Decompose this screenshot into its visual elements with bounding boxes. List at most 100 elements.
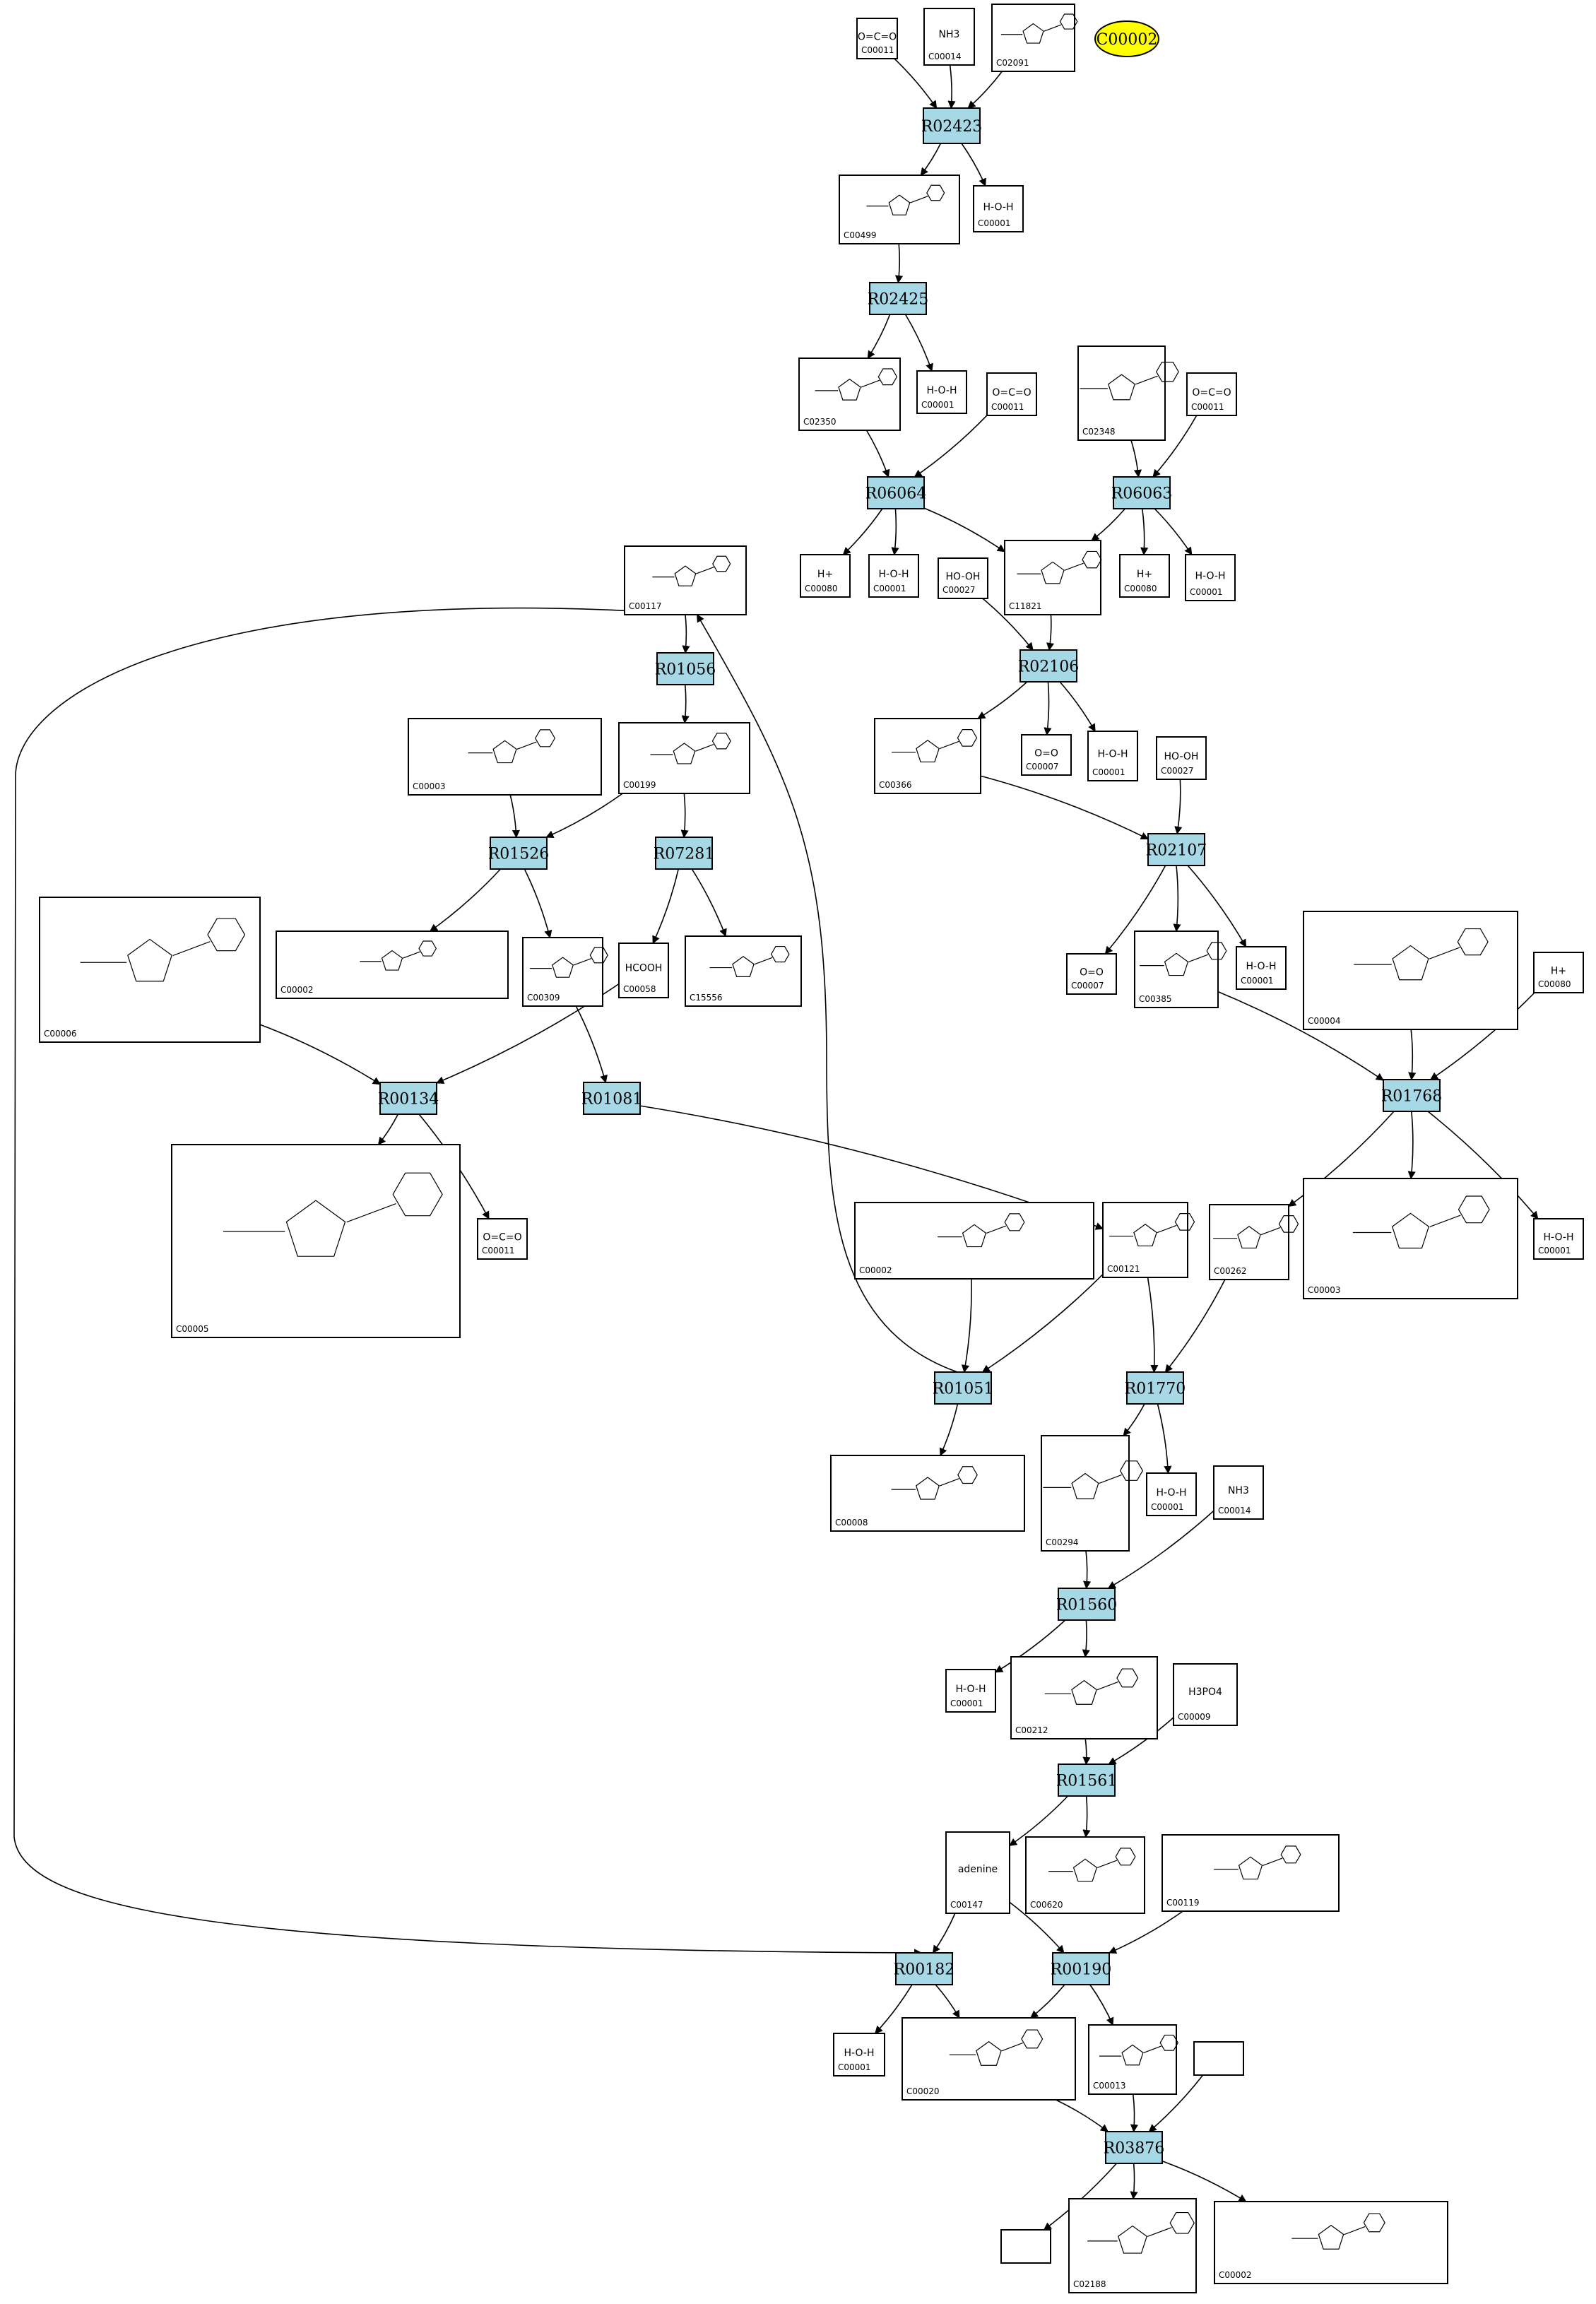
edge-arrow <box>1154 508 1193 555</box>
compound-node[interactable]: C00020 <box>902 2017 1076 2101</box>
compound-node[interactable]: C00212 <box>1010 1656 1158 1739</box>
reaction-r01526[interactable]: R01526 <box>488 837 550 870</box>
compound-node[interactable]: C02091 <box>991 4 1078 72</box>
reaction-r06063[interactable]: R06063 <box>1111 476 1173 509</box>
reaction-r01768[interactable]: R01768 <box>1381 1079 1443 1112</box>
formula-text: H-O-H <box>983 201 1014 213</box>
reaction-r01051[interactable]: R01051 <box>933 1371 994 1405</box>
compound-id: C00080 <box>1538 979 1571 989</box>
reaction-r01081[interactable]: R01081 <box>581 1082 643 1115</box>
edge-arrow <box>1044 681 1052 736</box>
compound-node[interactable]: C00005 <box>171 1144 461 1338</box>
reaction-box <box>655 837 713 870</box>
reaction-r02423[interactable]: R02423 <box>921 107 983 144</box>
reaction-r07281[interactable]: R07281 <box>654 837 715 870</box>
compound-id: C00004 <box>1308 1016 1341 1026</box>
compound-node[interactable]: C00002 <box>276 931 509 999</box>
compound-node[interactable]: H+C00080 <box>800 554 851 598</box>
edge-arrow <box>904 314 933 372</box>
compound-node[interactable]: C00620 <box>1025 1836 1145 1914</box>
compound-node[interactable]: C00385 <box>1134 931 1227 1008</box>
compound-id: C00007 <box>1026 762 1059 772</box>
edge-arrow <box>935 1984 960 2019</box>
compound-node[interactable]: C00366 <box>874 718 981 794</box>
compound-node[interactable]: C00262 <box>1209 1204 1299 1280</box>
structure-icon <box>891 1466 978 1500</box>
compound-node[interactable]: C00199 <box>618 722 750 794</box>
reaction-r00134[interactable]: R00134 <box>378 1082 439 1115</box>
compound-node[interactable]: C00006 <box>39 897 261 1043</box>
reaction-r01560[interactable]: R01560 <box>1056 1588 1118 1621</box>
compound-box <box>945 1669 996 1713</box>
compound-box <box>986 372 1037 416</box>
compound-node[interactable]: C00008 <box>830 1455 1025 1532</box>
reaction-r02106[interactable]: R02106 <box>1018 649 1080 683</box>
compound-id: C00006 <box>44 1029 77 1039</box>
compound-node[interactable]: C02350 <box>798 358 901 431</box>
compound-node[interactable]: C00002 <box>854 1202 1094 1280</box>
compound-node[interactable]: C02188 <box>1068 2198 1197 2293</box>
reaction-r01561[interactable]: R01561 <box>1056 1764 1118 1797</box>
reaction-r06064[interactable]: R06064 <box>865 476 927 509</box>
compound-node[interactable] <box>1193 2041 1244 2076</box>
compound-node[interactable]: H+C00080 <box>1533 952 1584 993</box>
compound-node[interactable]: C15556 <box>685 935 802 1007</box>
compound-node[interactable]: C00003 <box>408 718 602 796</box>
reaction-r00190[interactable]: R00190 <box>1051 1952 1112 1985</box>
formula-text: O=O <box>1034 748 1058 760</box>
compound-id: C00002 <box>280 985 314 995</box>
reaction-r01770[interactable]: R01770 <box>1125 1371 1186 1405</box>
compound-box <box>1533 1218 1584 1260</box>
compound-node[interactable]: C00117 <box>624 545 747 615</box>
compound-node[interactable]: C00003 <box>1303 1178 1518 1299</box>
reaction-label: R02423 <box>921 118 983 136</box>
compound-node[interactable]: O=O C00007 <box>1021 734 1072 776</box>
compound-node[interactable]: C00294 <box>1041 1435 1144 1552</box>
compound-node[interactable]: C00004 <box>1303 911 1518 1030</box>
reaction-r01056[interactable]: R01056 <box>655 652 716 685</box>
reaction-r03876[interactable]: R03876 <box>1104 2131 1165 2164</box>
formula-text: H-O-H <box>927 385 957 396</box>
compound-node[interactable]: C00119 <box>1161 1834 1340 1912</box>
compound-box <box>902 2017 1076 2101</box>
structure-icon <box>815 368 898 401</box>
compound-id: C00080 <box>805 584 838 593</box>
compound-node[interactable]: C00013 <box>1088 2024 1178 2095</box>
compound-node[interactable]: C11821 <box>1004 540 1102 615</box>
compound-node[interactable]: C00499 <box>839 175 960 244</box>
compound-node[interactable]: C00309 <box>522 937 608 1007</box>
root-compound-node[interactable]: C00002 <box>1094 20 1159 57</box>
structure-icon <box>1000 13 1078 44</box>
compound-node[interactable]: C00002 <box>1214 2201 1448 2284</box>
compound-node[interactable]: C02348 <box>1077 345 1179 441</box>
reaction-r02107[interactable]: R02107 <box>1146 833 1207 866</box>
compound-id: C00011 <box>991 402 1024 412</box>
compound-node[interactable]: C00121 <box>1102 1202 1195 1278</box>
reaction-r02425[interactable]: R02425 <box>868 282 929 315</box>
compound-node[interactable]: H+C00080 <box>1119 554 1170 598</box>
compound-node[interactable] <box>1000 2229 1051 2264</box>
reaction-r00182[interactable]: R00182 <box>894 1952 955 1985</box>
